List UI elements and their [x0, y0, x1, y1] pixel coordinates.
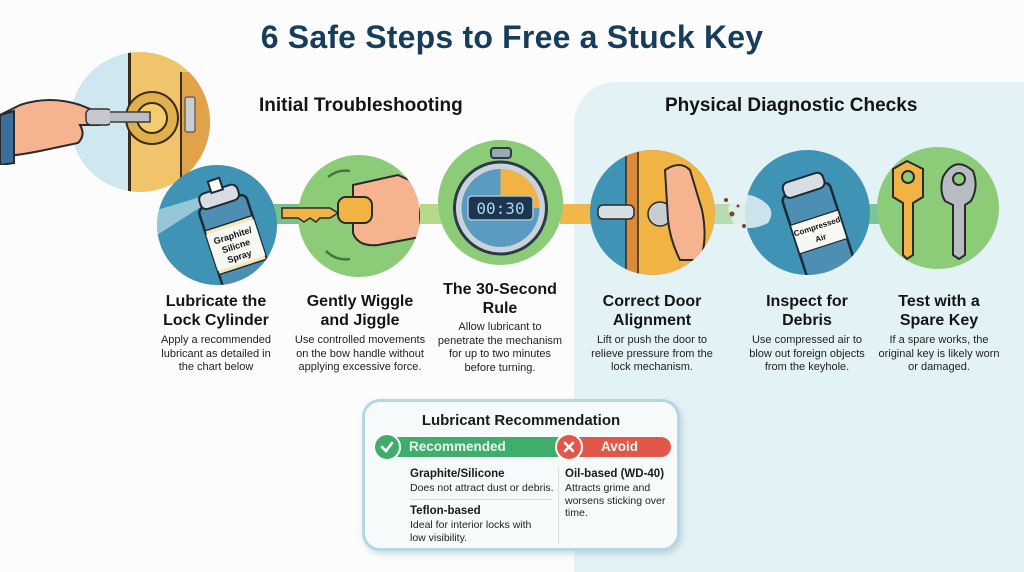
step1-title-line1: Lubricate the — [165, 293, 267, 310]
hand-push-door-icon — [597, 150, 715, 275]
recommended-item-desc-line1: Ideal for interior locks with — [410, 519, 532, 531]
stopwatch-icon: 00:30 — [453, 147, 548, 256]
recommended-item-desc: Does not attract dust or debris. — [410, 482, 554, 494]
step5-description: Use compressed air to blow out foreign o… — [737, 334, 877, 375]
step6-illustration — [877, 147, 999, 269]
step4-description: Lift or push the door to relieve pressur… — [582, 334, 722, 375]
compressed-air-label-line2: Air — [814, 232, 827, 244]
recommended-item-desc: Ideal for interior locks with low visibi… — [410, 519, 531, 544]
step2-description: Use controlled movements on the bow hand… — [290, 334, 430, 375]
step6-title-line2: Spare Key — [899, 312, 979, 329]
page-title: 6 Safe Steps to Free a Stuck Key — [260, 19, 764, 55]
step2-desc-line1: Use controlled movements — [294, 334, 426, 346]
step3-desc-line1: Allow lubricant to — [458, 321, 542, 333]
step4-illustration — [590, 150, 715, 275]
step1-title-line2: Lock Cylinder — [163, 312, 269, 329]
timer-display: 00:30 — [476, 199, 524, 218]
step2-title-line2: and Jiggle — [320, 312, 400, 329]
step3-desc-line2: penetrate the mechanism — [437, 334, 563, 347]
step1-title: Lubricate the Lock Cylinder — [148, 292, 284, 330]
step4-desc-line1: Lift or push the door to — [596, 334, 708, 346]
step1-desc-line2: lubricant as detailed in — [161, 347, 271, 360]
recommended-header: Recommended — [385, 437, 560, 457]
step6-title: Test with a Spare Key — [866, 292, 1012, 330]
step2-title: Gently Wiggle and Jiggle — [290, 292, 430, 330]
step5-desc-line2: blow out foreign objects — [749, 347, 865, 360]
step5-title-line2: Debris — [782, 312, 832, 329]
step1-desc-line1: Apply a recommended — [160, 334, 272, 346]
step4-title: Correct Door Alignment — [582, 292, 722, 330]
step3-title-line2: Rule — [482, 300, 518, 317]
divider — [410, 499, 552, 500]
key-blade-icon — [281, 207, 340, 223]
step3-title: The 30-Second Rule — [430, 280, 570, 318]
step3-description: Allow lubricant to penetrate the mechani… — [430, 321, 570, 375]
step6-desc-line2: original key is likely worn — [878, 347, 1000, 360]
step5-title-line1: Inspect for — [766, 293, 848, 310]
step3-desc-line3: for up to two minutes — [448, 348, 552, 360]
avoid-item-desc-line2: worsens sticking over — [565, 494, 666, 507]
hand-icon — [0, 99, 110, 165]
compressed-air-icon: Compressed Air — [781, 171, 858, 275]
hand-wiggle-key-icon — [325, 169, 420, 261]
step5-desc-line1: Use compressed air to — [751, 334, 863, 346]
step1-description: Apply a recommended lubricant as detaile… — [148, 334, 284, 375]
step4-title-line1: Correct Door — [602, 293, 702, 310]
avoid-header: Avoid — [563, 437, 671, 457]
avoid-item-desc: Attracts grime and worsens sticking over… — [565, 482, 665, 520]
avoid-label: Avoid — [601, 439, 638, 454]
step1-illustration: Graphite/ Silicne Spray — [157, 165, 277, 285]
step3-desc-line4: before turning. — [464, 361, 536, 374]
avoid-item-desc-line3: time. — [565, 507, 588, 519]
step6-desc-line1: If a spare works, the — [889, 334, 989, 346]
step2-desc-line3: applying excessive force. — [298, 361, 422, 373]
step3-title-line1: The 30-Second — [443, 281, 557, 298]
lubricant-recommendation-card: Lubricant Recommendation Recommended Avo… — [362, 399, 680, 551]
spray-can-icon: Graphite/ Silicne Spray — [157, 176, 273, 285]
step2-desc-line2: on the bow handle without — [296, 347, 424, 360]
recommended-item-desc-line2: low visibility. — [410, 531, 467, 544]
recommended-item-name: Graphite/Silicone — [410, 468, 505, 480]
step2-title-line1: Gently Wiggle — [306, 293, 414, 310]
step6-title-line1: Test with a — [898, 293, 980, 310]
step5-title: Inspect for Debris — [737, 292, 877, 330]
section-heading-physical: Physical Diagnostic Checks — [665, 95, 918, 116]
avoid-item-name: Oil-based (WD-40) — [565, 468, 665, 480]
step6-desc-line3: or damaged. — [908, 361, 970, 373]
step3-illustration: 00:30 — [438, 140, 563, 265]
section-heading-initial: Initial Troubleshooting — [259, 95, 463, 116]
recommended-label: Recommended — [409, 439, 506, 454]
two-keys-icon — [892, 159, 977, 261]
recommended-item-name: Teflon-based — [410, 505, 481, 517]
step6-description: If a spare works, the original key is li… — [866, 334, 1012, 375]
x-mark-icon — [555, 433, 583, 461]
air-burst-debris-icon — [724, 194, 772, 228]
column-divider — [558, 468, 559, 544]
step4-desc-line3: lock mechanism. — [611, 361, 693, 373]
avoid-item-desc-line1: Attracts grime and — [565, 482, 651, 494]
checkmark-icon — [373, 433, 401, 461]
lubricant-card-title: Lubricant Recommendation — [421, 412, 621, 429]
step4-title-line2: Alignment — [612, 312, 692, 329]
step4-desc-line2: relieve pressure from the — [591, 347, 713, 360]
step1-desc-line3: the chart below — [178, 361, 254, 373]
step5-desc-line3: from the keyhole. — [764, 361, 850, 373]
